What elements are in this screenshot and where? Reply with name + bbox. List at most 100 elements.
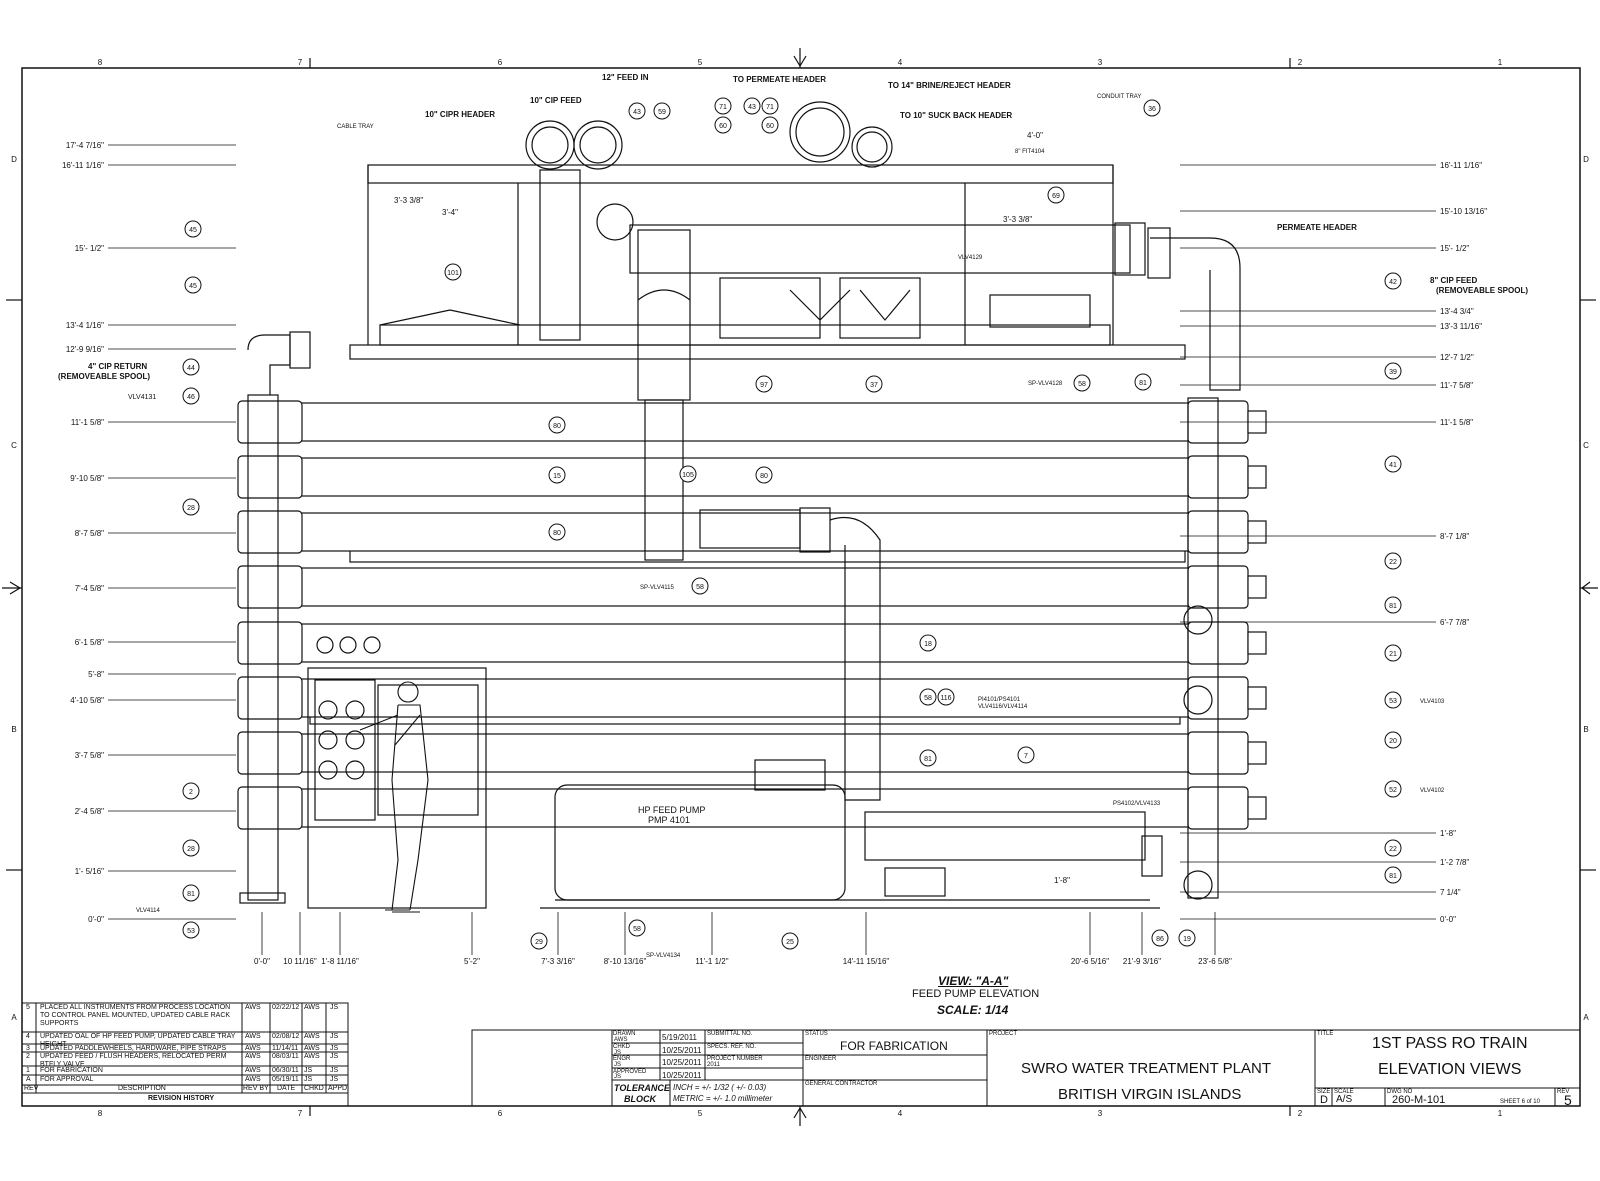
grid-col-bottom-6: 6	[498, 1109, 503, 1118]
revision-date: 08/03/11	[272, 1053, 299, 1060]
callout-balloon-number: 7	[1024, 753, 1028, 760]
grid-col-top-2: 2	[1298, 58, 1303, 67]
callout-balloon: 59	[653, 102, 671, 120]
callout-balloon: 101	[444, 263, 462, 281]
revision-chkd: AWS	[304, 1004, 320, 1011]
callout-balloon-number: 18	[924, 641, 932, 648]
revision-rev: 5	[26, 1004, 30, 1011]
fit4104-label: 8" FIT4104	[1015, 149, 1045, 155]
pressure-vessel	[237, 565, 1267, 609]
rev-header-chkd: CHKD	[304, 1085, 324, 1092]
revision-chkd: JS	[304, 1076, 313, 1083]
tb-size: D	[1320, 1094, 1328, 1106]
revision-appd: JS	[330, 1067, 339, 1074]
revision-chkd: JS	[304, 1067, 313, 1074]
callout-balloon: 28	[182, 839, 200, 857]
revision-desc: UPDATED OAL OF HP FEED PUMP, UPDATED CAB…	[40, 1033, 236, 1048]
callout-balloon-number: 53	[1389, 698, 1397, 705]
callout-balloon-number: 80	[553, 530, 561, 537]
pump-label-b: PMP 4101	[648, 815, 690, 825]
rev-history-title: REVISION HISTORY	[148, 1095, 215, 1102]
bottom-dim-label: 7'-3 3/16"	[541, 957, 575, 966]
callout-balloon: 53	[1384, 691, 1402, 709]
grid-col-top-7: 7	[298, 58, 303, 67]
grid-col-top-5: 5	[698, 58, 703, 67]
callout-balloon-number: 28	[187, 846, 195, 853]
callout-balloon: 58	[1073, 374, 1091, 392]
cipr-header-label: 10" CIPR HEADER	[425, 110, 495, 119]
callout-balloon-number: 58	[696, 584, 704, 591]
grid-col-bottom-7: 7	[298, 1109, 303, 1118]
revision-by: AWS	[245, 1004, 261, 1011]
bottom-dim-label: 11'-1 1/2"	[695, 957, 728, 966]
pressure-vessel	[237, 400, 1267, 444]
callout-balloon: 60	[714, 116, 732, 134]
callout-balloon: 42	[1384, 272, 1402, 290]
right-elevation-label: 15'- 1/2"	[1440, 244, 1469, 253]
vlv4116-label: VLV4116/VLV4114	[978, 704, 1028, 710]
grid-row-left-A: A	[11, 1013, 17, 1022]
tb-appd-date: 10/25/2011	[662, 1071, 702, 1080]
tb-chkd-date: 10/25/2011	[662, 1046, 702, 1055]
tb-dwg-label: DWG NO	[1387, 1089, 1413, 1095]
callout-balloon: 46	[182, 387, 200, 405]
left-elevation-label: 7'-4 5/8"	[75, 584, 104, 593]
vlv4102-label: VLV4102	[1420, 788, 1445, 794]
grid-col-top-4: 4	[898, 58, 903, 67]
tb-tol-inch: INCH = +/- 1/32 ( +/- 0.03)	[673, 1083, 767, 1092]
revision-appd: JS	[330, 1004, 339, 1011]
right-elevation-label: 15'-10 13/16"	[1440, 207, 1487, 216]
grid-col-bottom-5: 5	[698, 1109, 703, 1118]
callout-balloon: 21	[1384, 644, 1402, 662]
right-elevation-label: 0'-0"	[1440, 915, 1456, 924]
left-elevation-dims: 17'-4 7/16"16'-11 1/16"15'- 1/2"13'-4 1/…	[62, 141, 236, 924]
left-elevation-label: 9'-10 5/8"	[70, 474, 104, 483]
left-elevation-label: 12'-9 9/16"	[66, 345, 104, 354]
callout-balloon: 7	[1017, 746, 1035, 764]
revision-rev: 4	[26, 1033, 30, 1040]
callout-balloon-number: 81	[1389, 873, 1397, 880]
callout-balloon-number: 15	[553, 473, 561, 480]
vlv4103-label: VLV4103	[1420, 699, 1445, 705]
callout-balloon: 81	[182, 884, 200, 902]
callout-balloon: 58	[919, 688, 937, 706]
callout-balloon-number: 81	[1139, 380, 1147, 387]
revision-chkd: AWS	[304, 1053, 320, 1060]
revision-chkd: AWS	[304, 1045, 320, 1052]
tb-drawn-by: AWS	[614, 1037, 628, 1043]
pressure-vessel	[237, 621, 1267, 665]
callout-balloon: 58	[691, 577, 709, 595]
callout-balloon-number: 81	[924, 756, 932, 763]
callout-balloon: 80	[548, 416, 566, 434]
dim-1-8-label: 1'-8"	[1054, 876, 1070, 885]
permeate-header-label: PERMEATE HEADER	[1277, 223, 1357, 232]
callout-balloon: 29	[530, 932, 548, 950]
callout-balloon-number: 39	[1389, 369, 1397, 376]
operator-figure	[359, 681, 429, 913]
left-elevation-label: 0'-0"	[88, 915, 104, 924]
left-elevation-label: 1'- 5/16"	[75, 867, 104, 876]
tb-submittal: SUBMITTAL NO.	[707, 1031, 753, 1037]
callout-balloon-number: 25	[786, 939, 794, 946]
left-elevation-label: 4'-10 5/8"	[70, 696, 104, 705]
bottom-dim-label: 23'-6 5/8"	[1198, 957, 1232, 966]
left-elevation-label: 3'-7 5/8"	[75, 751, 104, 760]
callout-balloon: 69	[1047, 186, 1065, 204]
revision-date: 02/08/12	[272, 1033, 300, 1040]
tb-appd-label: APPROVED	[613, 1069, 647, 1075]
pressure-vessel	[237, 676, 1267, 720]
hp-feed-pump	[540, 759, 1163, 909]
callout-balloon: 97	[755, 375, 773, 393]
left-elevation-label: 15'- 1/2"	[75, 244, 104, 253]
tb-rev-label: REV	[1557, 1089, 1570, 1095]
vlv4114-label: VLV4114	[136, 908, 160, 914]
pressure-vessels	[237, 400, 1267, 830]
callout-balloon-number: 58	[1078, 381, 1086, 388]
grid-col-top-3: 3	[1098, 58, 1103, 67]
callout-balloon: 43	[628, 102, 646, 120]
callout-balloon: 105	[679, 465, 697, 483]
tb-chkd-by: JS	[614, 1050, 622, 1056]
ps4102-label: PS4102/VLV4133	[1113, 801, 1161, 807]
callout-balloon: 41	[1384, 455, 1402, 473]
